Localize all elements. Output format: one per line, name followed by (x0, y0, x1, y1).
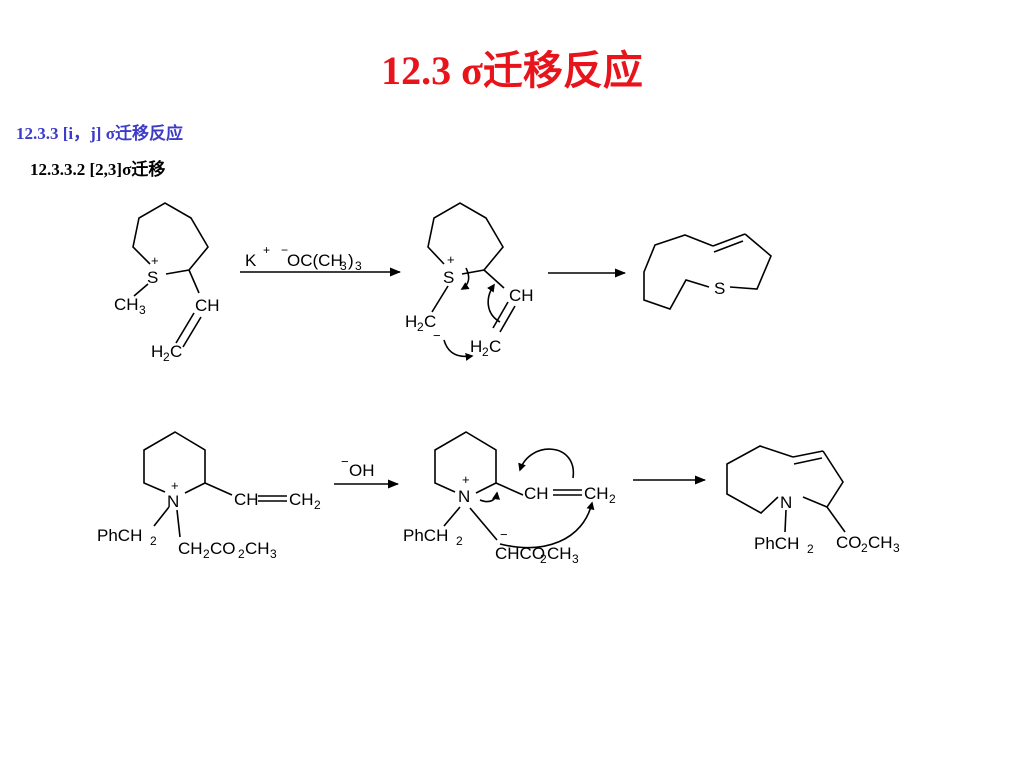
r1-start-h2c-end: C (170, 342, 182, 361)
r2-electron-arrows (479, 448, 595, 549)
r2-intermediate-labels: N + CH CH 2 PhCH 2 − CHCO 2 CH 3 (403, 472, 616, 566)
r2-reagent: − OH (341, 454, 375, 480)
r2-start-ester-5: 3 (270, 547, 277, 561)
r1-reagent-close: ) (348, 251, 354, 270)
r1-int-plus: + (447, 252, 455, 267)
r1-int-h2c-b-sub: 2 (482, 345, 489, 359)
r1-int-h2c-a-sub: 2 (417, 320, 424, 334)
r2-start-ester-3: 2 (238, 547, 245, 561)
r1-start-methyl: CH (114, 295, 139, 314)
r2-start-plus: + (171, 478, 179, 493)
r1-intermediate-molecule (427, 202, 516, 333)
r2-start-labels: N + CH CH 2 PhCH 2 CH 2 CO 2 CH 3 (97, 478, 321, 561)
r1-start-labels: S + CH 3 CH H 2 C (114, 253, 220, 364)
subsection-heading: 12.3.3.2 [2,3]σ迁移 (30, 160, 166, 179)
r2-product-labels: N PhCH 2 CO 2 CH 3 (754, 493, 900, 556)
r1-int-h2c-b-end: C (489, 337, 501, 356)
r2-int-nitrogen: N (458, 487, 470, 506)
r1-start-methyl-sub: 3 (139, 303, 146, 317)
r1-start-sulfur: S (147, 268, 158, 287)
r2-start-ch2-sub: 2 (314, 498, 321, 512)
r1-reagent-sub: 3 (340, 259, 347, 273)
r2-int-ch2-sub: 2 (609, 492, 616, 506)
r2-int-ester-3: 3 (572, 552, 579, 566)
r2-int-benzyl: PhCH (403, 526, 448, 545)
r1-reagent: K + − OC(CH 3 ) 3 (245, 243, 362, 273)
r2-product-ester-1: 2 (861, 541, 868, 555)
r1-int-minus: − (433, 328, 441, 343)
section-heading: 12.3.3 [i，j] σ迁移反应 (16, 124, 183, 143)
r2-start-ester-2: CO (210, 539, 236, 558)
r2-product-benzyl: PhCH (754, 534, 799, 553)
r2-reagent-minus: − (341, 454, 349, 469)
r2-product-ester-0: CO (836, 533, 862, 552)
r2-product-ester-2: CH (868, 533, 893, 552)
r2-start-benzyl-sub: 2 (150, 534, 157, 548)
r1-reagent-plus: + (263, 243, 270, 257)
r1-electron-arrows (443, 267, 501, 361)
r2-start-ester-4: CH (245, 539, 270, 558)
r1-product-sulfur: S (714, 279, 725, 298)
r1-start-ch: CH (195, 296, 220, 315)
r2-start-ch: CH (234, 490, 259, 509)
reaction-2 (143, 431, 846, 549)
r1-start-h2c: H (151, 342, 163, 361)
r1-int-h2c-a-end: C (424, 312, 436, 331)
r1-reagent-anion: OC(CH (287, 251, 343, 270)
r1-start-plus: + (151, 253, 159, 268)
r2-reagent-anion: OH (349, 461, 375, 480)
r1-reagent-sub2: 3 (355, 259, 362, 273)
r1-int-h2c-b: H (470, 337, 482, 356)
r2-start-molecule (143, 431, 287, 538)
r2-start-nitrogen: N (167, 492, 179, 511)
r1-intermediate-labels: S + CH H 2 C − H 2 C (405, 252, 534, 359)
r1-int-ch: CH (509, 286, 534, 305)
r2-product-nitrogen: N (780, 493, 792, 512)
reaction-1 (132, 202, 772, 361)
r2-start-ester-0: CH (178, 539, 203, 558)
r1-start-h2c-sub: 2 (163, 350, 170, 364)
r1-int-h2c-a: H (405, 312, 417, 331)
r2-int-benzyl-sub: 2 (456, 534, 463, 548)
r1-reagent-minus: − (281, 243, 288, 257)
r2-start-benzyl: PhCH (97, 526, 142, 545)
r2-int-ester-0: CHCO (495, 544, 545, 563)
r2-product-ester-3: 3 (893, 541, 900, 555)
r2-start-ester-1: 2 (203, 547, 210, 561)
slide-title: 12.3 σ迁移反应 (381, 48, 643, 93)
r2-int-ch2: CH (584, 484, 609, 503)
r2-intermediate-molecule (434, 431, 582, 541)
r2-product-molecule (726, 445, 846, 533)
r2-int-ester-1: 2 (540, 552, 547, 566)
r2-start-ch2: CH (289, 490, 314, 509)
r1-start-molecule (132, 202, 209, 348)
r1-reagent-cation: K (245, 251, 257, 270)
r1-int-sulfur: S (443, 268, 454, 287)
r1-product-labels: S (714, 279, 725, 298)
r2-int-ch: CH (524, 484, 549, 503)
r2-int-ester-2: CH (547, 544, 572, 563)
r2-int-plus: + (462, 472, 470, 487)
r1-product-molecule (643, 233, 772, 310)
r2-product-benzyl-sub: 2 (807, 542, 814, 556)
r2-int-minus: − (500, 527, 508, 542)
